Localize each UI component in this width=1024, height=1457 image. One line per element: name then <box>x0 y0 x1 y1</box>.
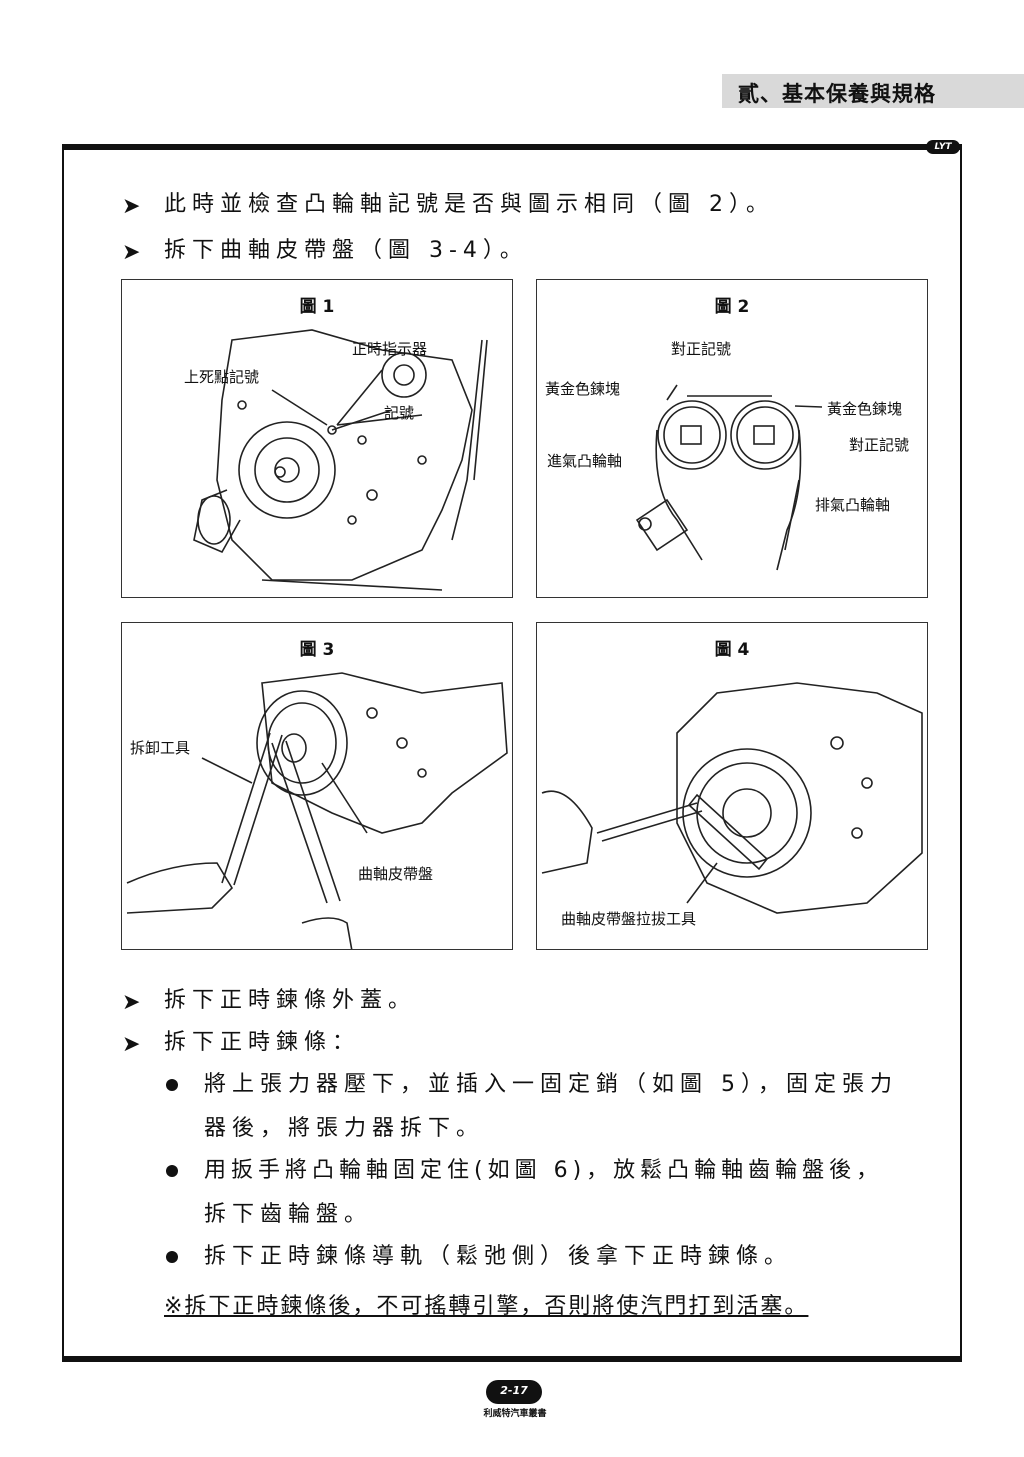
label-puller: 曲軸皮帶盤拉拔工具 <box>561 910 697 928</box>
figure-2: 圖 2 對正記號 黃金色鍊塊 進氣凸輪軸 黃金色鍊塊 對正記號 排氣凸輪軸 <box>536 279 928 598</box>
page-number: 2-17 <box>486 1380 542 1404</box>
camshaft-chain-illustration <box>635 384 823 571</box>
label-gold-link-left: 黃金色鍊塊 <box>545 380 621 398</box>
label-tdc-mark: 上死點記號 <box>184 368 260 386</box>
substep-2-line-1: 用扳手將凸輪軸固定住(如圖 6)，放鬆凸輪軸齒輪盤後， <box>204 1158 884 1183</box>
step-line-1: 拆下正時鍊條外蓋。 <box>164 988 417 1013</box>
chapter-title: 貳、基本保養與規格 <box>738 82 936 106</box>
publisher-logo: LYT <box>926 140 960 154</box>
substep-1-line-1: 將上張力器壓下，並插入一固定銷（如圖 5），固定張力 <box>204 1072 898 1097</box>
label-intake-cam: 進氣凸輪軸 <box>547 452 623 470</box>
label-align-mark-top: 對正記號 <box>671 340 732 358</box>
warning-note: ※拆下正時鍊條後，不可搖轉引擎，否則將使汽門打到活塞。 <box>164 1294 809 1319</box>
dot-bullet-icon <box>166 1165 178 1177</box>
label-mark: 記號 <box>384 404 415 422</box>
label-removal-tool: 拆卸工具 <box>130 739 191 757</box>
dot-bullet-icon <box>166 1251 178 1263</box>
figure-3-title: 圖 3 <box>299 640 335 660</box>
figure-4: 圖 4 曲軸皮帶盤拉拔工具 <box>536 622 928 950</box>
step-line-2: 拆下正時鍊條： <box>164 1030 361 1055</box>
substep-2-line-2: 拆下齒輪盤。 <box>204 1202 373 1227</box>
arrow-bullet-icon: ➤ <box>122 990 141 1015</box>
arrow-bullet-icon: ➤ <box>122 194 141 219</box>
figure-3: 圖 3 拆卸工具 曲軸皮帶盤 <box>121 622 513 950</box>
publisher-name: 利威特汽車叢書 <box>483 1409 547 1419</box>
chapter-tab <box>722 74 1024 108</box>
label-align-mark-right: 對正記號 <box>849 436 910 454</box>
intro-line-2: 拆下曲軸皮帶盤（圖 3-4）。 <box>164 238 528 263</box>
arrow-bullet-icon: ➤ <box>122 1032 141 1057</box>
pulley-removal-illustration <box>126 672 508 949</box>
label-exhaust-cam: 排氣凸輪軸 <box>815 496 891 514</box>
figure-4-title: 圖 4 <box>714 640 750 660</box>
page-frame <box>62 144 962 1362</box>
substep-3-line-1: 拆下正時鍊條導軌（鬆弛側）後拿下正時鍊條。 <box>204 1244 793 1269</box>
figure-1: 圖 1 上死點記號 正時指示器 記號 <box>121 279 513 598</box>
dot-bullet-icon <box>166 1079 178 1091</box>
label-timing-indicator: 正時指示器 <box>352 340 428 358</box>
arrow-bullet-icon: ➤ <box>122 240 141 265</box>
figure-1-title: 圖 1 <box>299 297 335 317</box>
intro-line-1: 此時並檢查凸輪軸記號是否與圖示相同（圖 2）。 <box>164 192 774 217</box>
pulley-puller-illustration <box>541 682 923 914</box>
engine-front-illustration <box>193 329 488 591</box>
label-gold-link-right: 黃金色鍊塊 <box>827 400 903 418</box>
substep-1-line-2: 器後，將張力器拆下。 <box>204 1116 485 1141</box>
label-crank-pulley: 曲軸皮帶盤 <box>358 865 434 883</box>
figure-2-title: 圖 2 <box>714 297 750 317</box>
